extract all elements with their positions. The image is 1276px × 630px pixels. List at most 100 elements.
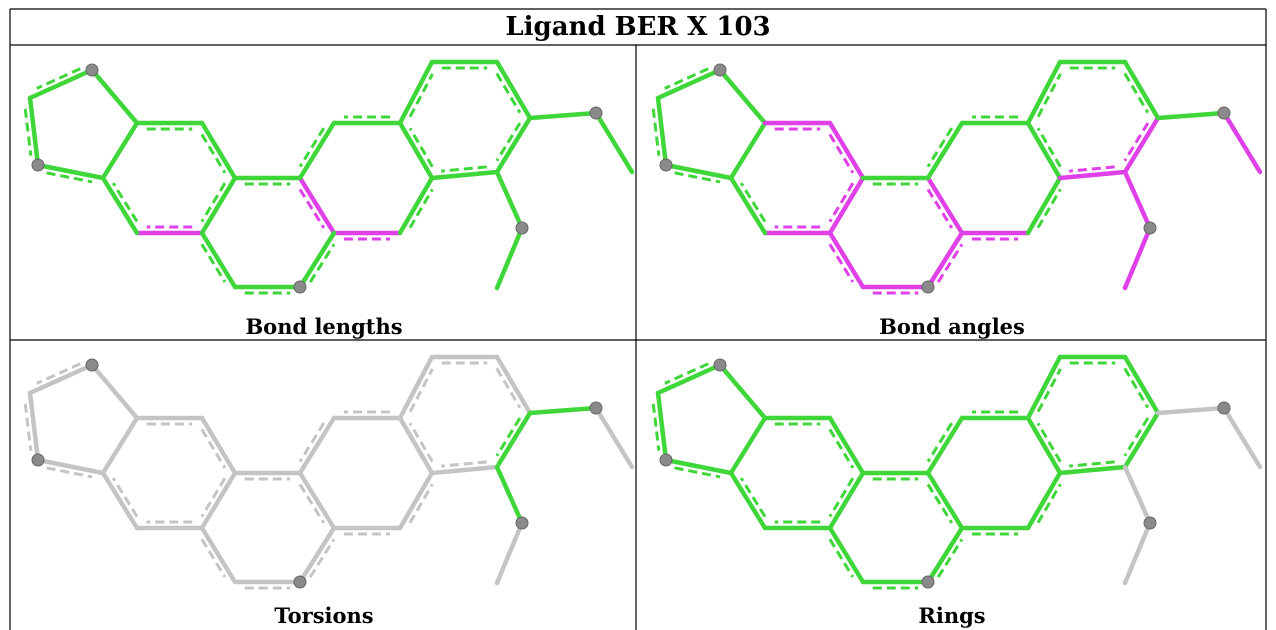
bond bbox=[199, 120, 238, 181]
bond bbox=[663, 162, 734, 181]
bond bbox=[494, 520, 525, 586]
bond bbox=[199, 470, 238, 531]
bond bbox=[100, 470, 140, 531]
bond bbox=[35, 457, 106, 476]
aromatic-bond-dash bbox=[23, 108, 33, 156]
bond bbox=[1155, 110, 1227, 121]
aromatic-bond-dash bbox=[1069, 460, 1115, 468]
bond bbox=[1057, 169, 1128, 181]
bond bbox=[429, 169, 500, 181]
bond bbox=[1025, 470, 1063, 531]
aromatic-bond-dash bbox=[46, 171, 93, 184]
bond bbox=[1057, 464, 1128, 476]
bond bbox=[494, 59, 533, 121]
caption-torsions: Torsions bbox=[274, 602, 374, 628]
bond bbox=[297, 415, 337, 476]
aromatic-bond-dash bbox=[828, 477, 855, 518]
bond bbox=[827, 120, 866, 181]
aromatic-bond-dash bbox=[200, 133, 227, 174]
aromatic-bond-dash bbox=[408, 73, 434, 118]
aromatic-bond-dash bbox=[36, 67, 81, 90]
bond bbox=[1122, 169, 1153, 231]
aromatic-bond-dash bbox=[408, 422, 434, 463]
heteroatom bbox=[1143, 516, 1157, 530]
bond bbox=[655, 362, 723, 396]
bond bbox=[397, 59, 435, 126]
bond bbox=[925, 175, 965, 236]
bond bbox=[728, 120, 768, 181]
aromatic-bond-dash bbox=[828, 538, 855, 578]
bond bbox=[494, 115, 533, 175]
bond bbox=[655, 95, 669, 168]
aromatic-bond-dash bbox=[936, 243, 964, 283]
bond bbox=[429, 464, 500, 476]
heteroatom bbox=[293, 280, 307, 294]
bond bbox=[1025, 120, 1063, 181]
bond bbox=[397, 175, 435, 236]
aromatic-bond-dash bbox=[46, 466, 93, 479]
bond bbox=[199, 175, 238, 236]
aromatic-bond-dash bbox=[111, 477, 139, 518]
heteroatom bbox=[31, 158, 45, 172]
bond bbox=[494, 225, 525, 291]
aromatic-bond-dash bbox=[674, 466, 721, 479]
bond bbox=[1025, 59, 1063, 126]
aromatic-bond-dash bbox=[408, 483, 434, 524]
aromatic-bond-dash bbox=[298, 188, 326, 229]
aromatic-bond-dash bbox=[828, 243, 855, 283]
bond bbox=[494, 354, 533, 416]
aromatic-bond-dash bbox=[1123, 417, 1150, 457]
bond bbox=[655, 67, 723, 101]
bond bbox=[527, 110, 599, 121]
heteroatom bbox=[713, 358, 727, 372]
aromatic-bond-dash bbox=[674, 171, 721, 184]
bond bbox=[925, 230, 965, 290]
figure-title: Ligand BER X 103 bbox=[505, 12, 771, 42]
aromatic-bond-dash bbox=[308, 243, 336, 283]
aromatic-bond-dash bbox=[298, 422, 326, 463]
aromatic-bond-dash bbox=[739, 477, 767, 518]
aromatic-bond-dash bbox=[298, 127, 326, 168]
aromatic-bond-dash bbox=[1036, 422, 1062, 463]
heteroatom bbox=[659, 453, 673, 467]
heteroatom bbox=[921, 280, 935, 294]
heteroatom bbox=[293, 575, 307, 589]
aromatic-bond-dash bbox=[664, 67, 709, 90]
aromatic-bond-dash bbox=[495, 122, 522, 162]
aromatic-bond-dash bbox=[1069, 165, 1115, 173]
aromatic-bond-dash bbox=[441, 165, 487, 173]
aromatic-bond-dash bbox=[408, 127, 434, 168]
bond bbox=[925, 525, 965, 585]
aromatic-bond-dash bbox=[200, 477, 227, 518]
bond bbox=[89, 67, 140, 126]
aromatic-bond-dash bbox=[200, 182, 227, 223]
bond bbox=[827, 415, 866, 476]
bond bbox=[925, 470, 965, 531]
bond bbox=[100, 120, 140, 181]
bond bbox=[199, 415, 238, 476]
bond bbox=[1122, 520, 1153, 586]
bond bbox=[297, 175, 337, 236]
bond bbox=[397, 354, 435, 421]
aromatic-bond-dash bbox=[1036, 368, 1062, 413]
aromatic-bond-dash bbox=[828, 133, 855, 174]
aromatic-bond-dash bbox=[441, 460, 487, 468]
aromatic-bond-dash bbox=[495, 367, 522, 409]
bond bbox=[1122, 410, 1161, 470]
bond bbox=[494, 410, 533, 470]
aromatic-bond-dash bbox=[408, 368, 434, 413]
bond bbox=[1025, 354, 1063, 421]
aromatic-bond-dash bbox=[308, 538, 336, 578]
aromatic-bond-dash bbox=[1123, 367, 1150, 409]
bond bbox=[925, 120, 965, 181]
aromatic-bond-dash bbox=[1036, 127, 1062, 168]
aromatic-bond-dash bbox=[200, 428, 227, 469]
bond bbox=[827, 175, 866, 236]
heteroatom bbox=[515, 516, 529, 530]
heteroatom bbox=[713, 63, 727, 77]
bond bbox=[1122, 225, 1153, 291]
bond bbox=[35, 162, 106, 181]
aromatic-bond-dash bbox=[1036, 73, 1062, 118]
bond bbox=[655, 390, 669, 463]
bond bbox=[27, 390, 41, 463]
